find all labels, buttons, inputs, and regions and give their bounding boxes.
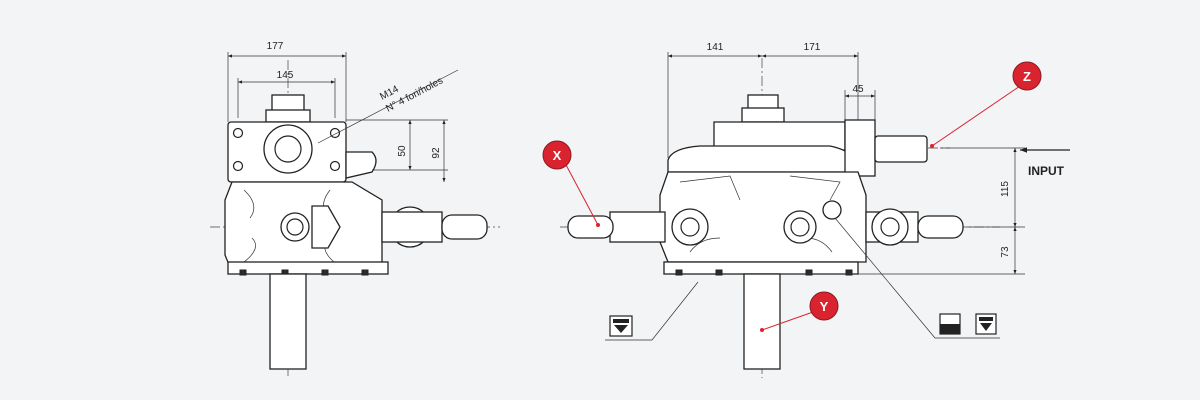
right-gearbox-view: 141 171 45 115 73 INPUT X Y	[542, 42, 1070, 378]
input-label: INPUT	[1028, 164, 1065, 178]
dim-left-flange-height: 92	[431, 147, 442, 159]
callout-y: Y	[809, 291, 839, 321]
right-left-shaft	[567, 215, 614, 239]
oil-fill-icon	[609, 315, 633, 337]
dim-left-width-inner: 145	[277, 70, 294, 81]
dim-right-input-offset: 45	[852, 84, 864, 95]
svg-text:Z: Z	[1023, 69, 1031, 84]
dim-right-left-span: 141	[707, 42, 724, 53]
left-bottom-shaft	[269, 273, 307, 370]
right-upper-housing	[667, 145, 859, 173]
dim-right-height-lower: 73	[1000, 246, 1011, 258]
right-right-shaft	[917, 215, 964, 239]
dim-right-right-span: 171	[804, 42, 821, 53]
oil-level-icon	[939, 313, 961, 335]
svg-text:X: X	[553, 148, 562, 163]
left-right-shaft	[441, 214, 488, 240]
oil-drain-icon	[975, 313, 997, 335]
right-input-flange	[844, 119, 876, 177]
dim-left-flange-half: 50	[397, 145, 408, 157]
dim-left-width-outer: 177	[267, 41, 284, 52]
svg-text:Y: Y	[820, 299, 829, 314]
right-bottom-shaft	[743, 273, 781, 370]
callout-z: Z	[1012, 61, 1042, 91]
dim-right-height-upper: 115	[1000, 181, 1011, 197]
callout-x: X	[542, 140, 572, 170]
left-gearbox-view: 177 145 50 92 M14 N° 4 fori/holes	[210, 41, 500, 378]
right-input-shaft	[874, 135, 928, 163]
